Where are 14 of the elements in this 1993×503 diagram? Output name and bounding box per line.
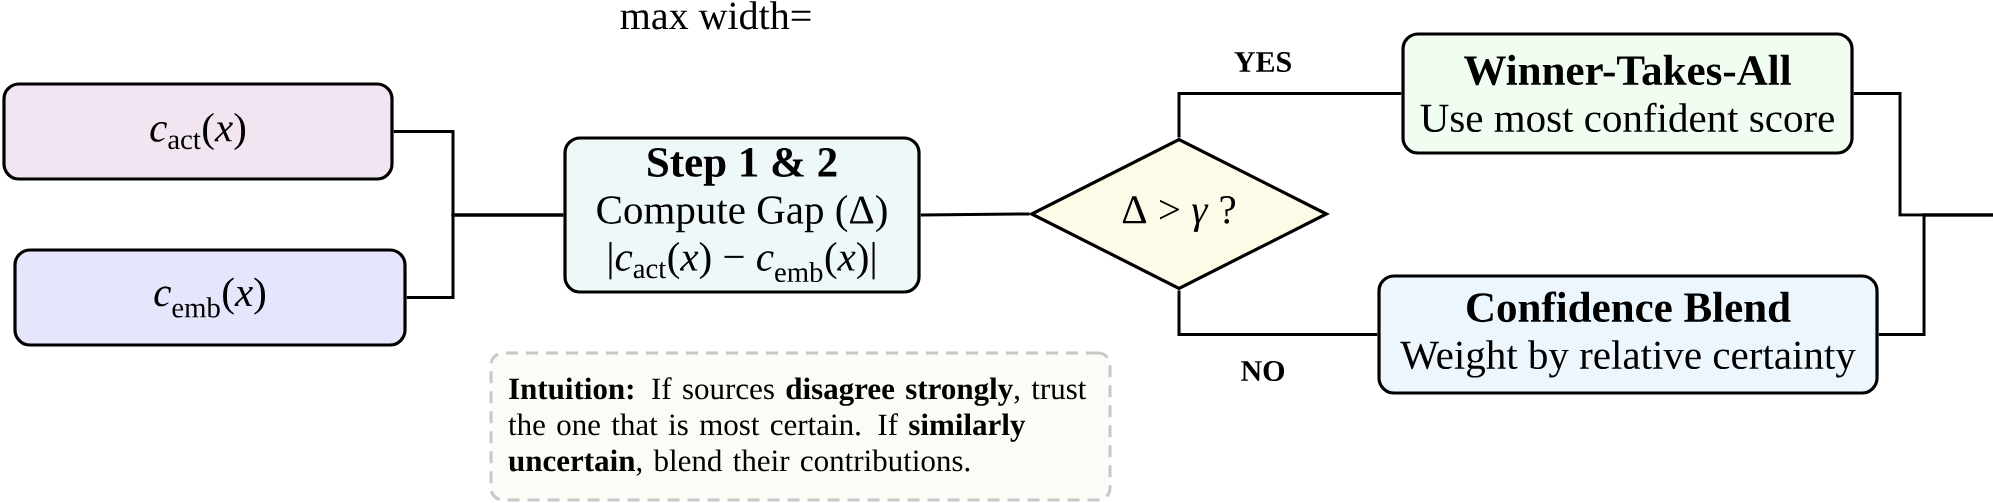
process-box: Step 1 & 2 Compute Gap (Δ) |c$_{act}$(x) − c$_{emb}$(x)| — [563, 136, 921, 294]
edge-label: NO — [1238, 358, 1288, 384]
connector-line — [1177, 290, 1378, 336]
connector-line — [406, 213, 564, 299]
connector-line — [920, 212, 1030, 217]
outcome-box: Confidence Blend Weight by relative certainty — [1377, 274, 1879, 395]
input-box: c$_{emb}$(x) — [13, 248, 407, 347]
connector-line — [1177, 92, 1402, 138]
outcome-box: Winner-Takes-All Use most confident score — [1401, 32, 1854, 155]
connector-line — [1878, 213, 1993, 336]
input-box: c$_{act}$(x) — [2, 82, 394, 181]
note-box: Intuition: If sources disagree strongly, trust the one that is most certain. If similarly uncertain, blend their contributions. — [489, 351, 1112, 502]
heading-text: max width= — [620, 1, 811, 30]
edge-label: YES — [1231, 49, 1295, 75]
